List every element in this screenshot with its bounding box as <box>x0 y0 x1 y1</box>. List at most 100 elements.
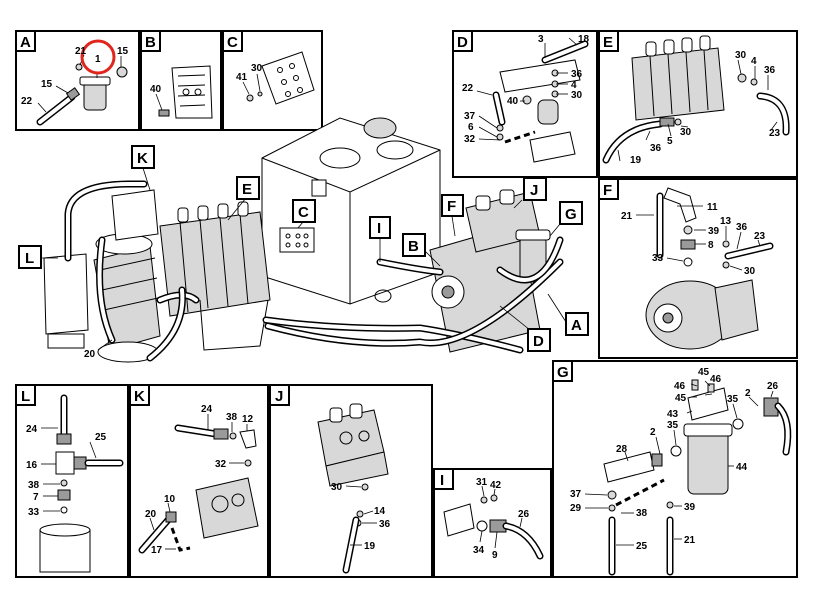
panel-f-tag-label: F <box>603 182 612 199</box>
callout-d-36: 36 <box>571 69 583 80</box>
panel-a-tag <box>15 30 36 52</box>
panel-e-tag-label: E <box>603 34 613 51</box>
panel-g-tag <box>552 360 573 382</box>
panel-g-filter <box>687 429 729 495</box>
panel-g-tag-label: G <box>557 364 569 381</box>
callout-l-25: 25 <box>95 432 107 443</box>
panel-g: G 46 45 46 45 43 <box>552 360 798 578</box>
main-tag-e-label: E <box>242 181 252 198</box>
main-tag-g <box>559 201 583 225</box>
callout-k-32: 32 <box>215 459 227 470</box>
callout-g-45-top: 45 <box>698 367 710 378</box>
main-tag-a-label: A <box>571 317 582 334</box>
callout-a-22: 22 <box>21 96 33 107</box>
callout-g-38: 38 <box>636 508 648 519</box>
panel-c: C 41 30 <box>222 30 323 131</box>
panel-c-tag-label: C <box>227 34 238 51</box>
callout-j-14: 14 <box>374 506 386 517</box>
callout-g-44: 44 <box>736 462 748 473</box>
panel-d-tag <box>452 30 473 52</box>
callout-d-30: 30 <box>571 90 583 101</box>
panel-b-tag <box>140 30 161 52</box>
callout-a-21: 21 <box>75 46 87 57</box>
panel-f-frame <box>598 178 798 359</box>
main-tag-d-label: D <box>533 333 544 350</box>
panel-j-frame <box>269 384 433 578</box>
panel-c-tag <box>222 30 243 52</box>
callout-i-34: 34 <box>473 545 485 556</box>
callout-l-33: 33 <box>28 507 40 518</box>
callout-k-20: 20 <box>145 509 157 520</box>
callout-j-36: 36 <box>379 519 391 530</box>
panel-b-frame <box>140 30 222 131</box>
callout-k-12: 12 <box>242 414 254 425</box>
panel-e-frame <box>598 30 798 178</box>
callout-d-3: 3 <box>538 34 544 45</box>
panel-l-tag <box>15 384 36 406</box>
panel-a-filter <box>83 81 107 111</box>
panel-k-tag <box>129 384 150 406</box>
panel-a-plug <box>116 66 128 78</box>
panel-d: D 3 18 36 4 30 22 40 37 6 32 <box>452 30 598 178</box>
panel-i-frame <box>433 468 552 578</box>
panel-c-washer <box>257 91 263 97</box>
main-assembly: 20 K E C I F J G B L A D <box>18 117 589 363</box>
callout-g-2-top: 2 <box>745 388 751 399</box>
main-tag-j-label: J <box>530 182 538 199</box>
panel-f-elbow <box>663 187 697 223</box>
panel-k: K 24 38 12 32 10 20 17 <box>129 384 269 578</box>
main-tag-g-label: G <box>565 206 577 223</box>
panel-d-tag-label: D <box>457 34 468 51</box>
callout-c-41: 41 <box>236 72 248 83</box>
callout-g-28: 28 <box>616 444 628 455</box>
callout-g-26: 26 <box>767 381 779 392</box>
panel-l-tag-label: L <box>21 388 30 405</box>
panel-e: E 30 4 36 30 5 36 19 23 <box>598 30 798 178</box>
callout-f-39: 39 <box>708 226 720 237</box>
panel-a: A 21 1 15 15 22 <box>15 30 140 131</box>
main-tag-l-label: L <box>25 250 34 267</box>
panel-j-tag-label: J <box>275 388 283 405</box>
main-tag-c <box>292 199 316 223</box>
callout-k-10: 10 <box>164 494 176 505</box>
callout-e-19: 19 <box>630 155 642 166</box>
panel-g-bracket <box>687 387 729 421</box>
panel-e-valve-block <box>631 47 725 121</box>
callout-f-8: 8 <box>708 240 714 251</box>
callout-d-4: 4 <box>571 80 577 91</box>
callout-e-5: 5 <box>667 136 673 147</box>
callout-a-15-left: 15 <box>41 79 53 90</box>
callout-k-24: 24 <box>201 404 213 415</box>
panel-f-tag <box>598 178 619 200</box>
panel-l-frame <box>15 384 129 578</box>
callout-f-13: 13 <box>720 216 732 227</box>
callout-g-43: 43 <box>667 409 679 420</box>
panel-f: F 11 21 39 8 13 36 23 33 30 <box>598 178 798 359</box>
callout-d-22: 22 <box>462 83 474 94</box>
stand-left <box>43 253 89 335</box>
panel-e-tag <box>598 30 619 52</box>
panel-l-tee <box>55 451 75 475</box>
panel-d-accumulator <box>537 99 559 125</box>
callout-i-9: 9 <box>492 550 498 561</box>
panel-a-filter-head <box>79 76 111 86</box>
panel-i-tag <box>433 468 454 490</box>
callout-l-7: 7 <box>33 492 39 503</box>
callout-c-30: 30 <box>251 63 263 74</box>
panel-a-frame <box>15 30 140 131</box>
panel-c-bolt <box>246 94 254 102</box>
panel-k-tag-label: K <box>134 388 145 405</box>
callout-b-40: 40 <box>150 84 162 95</box>
panel-l: L 24 25 16 38 7 33 <box>15 384 129 578</box>
callout-f-11: 11 <box>707 202 718 213</box>
main-tag-l <box>18 245 42 269</box>
callout-f-36: 36 <box>736 222 748 233</box>
callout-k-38: 38 <box>226 412 238 423</box>
panel-b-tag-label: B <box>145 34 156 51</box>
callout-k-17: 17 <box>151 545 163 556</box>
main-tag-i <box>369 216 391 239</box>
callout-g-35-left: 35 <box>667 420 679 431</box>
panel-d-block <box>529 131 576 163</box>
